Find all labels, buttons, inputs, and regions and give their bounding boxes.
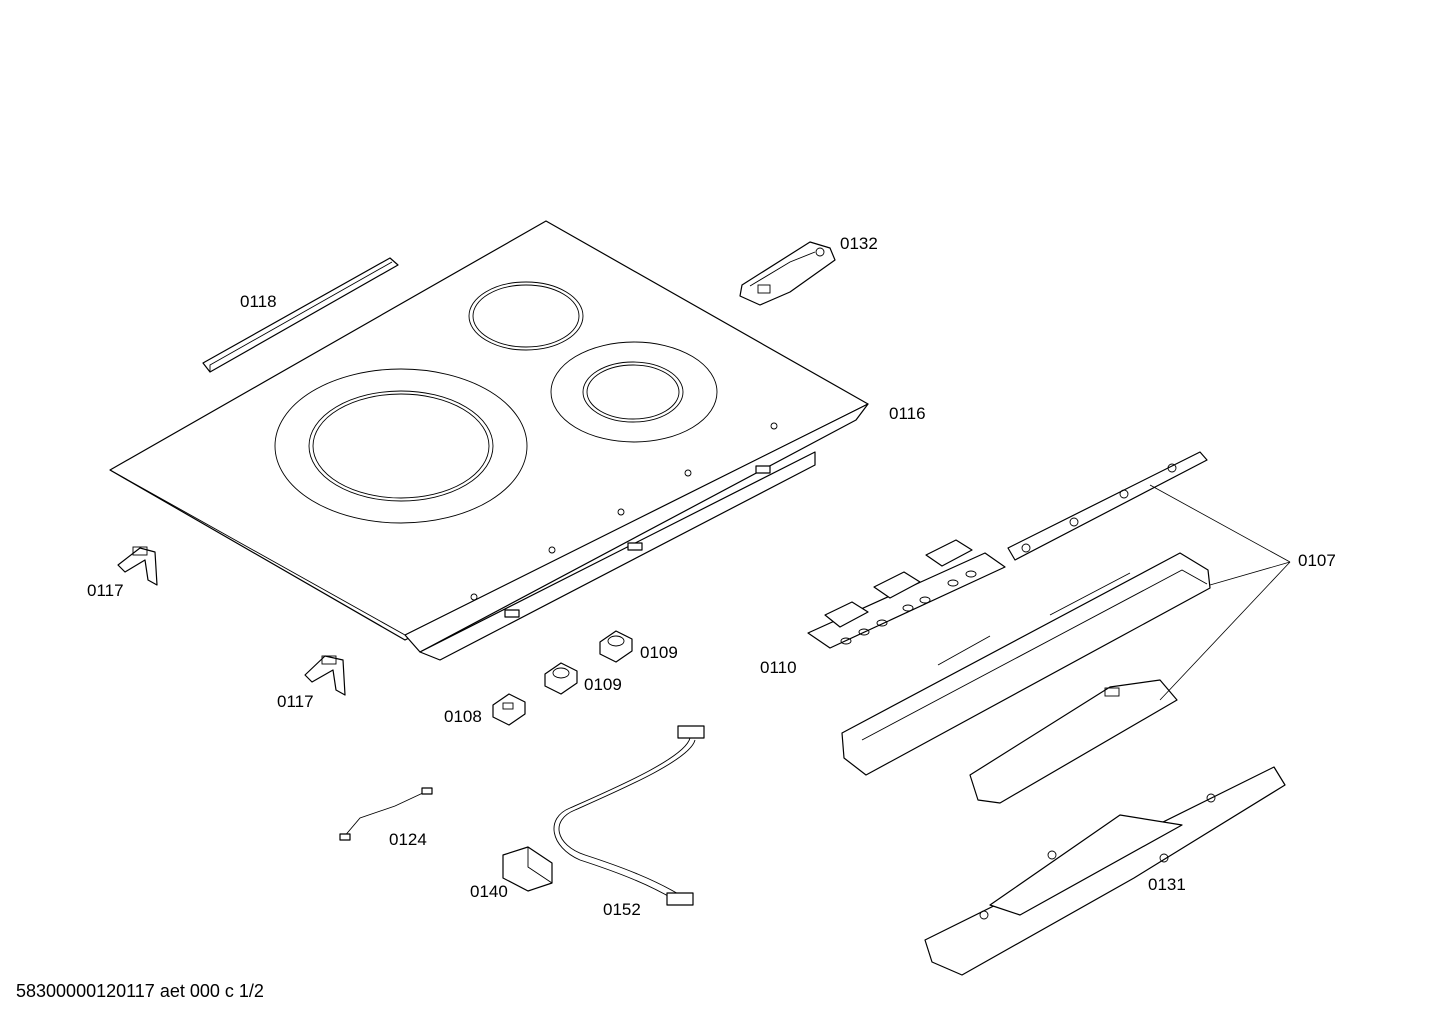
leader-lines [1149, 484, 1291, 701]
part-0107-control-panel[interactable] [1007, 451, 1208, 561]
part-0140-cover[interactable] [502, 846, 553, 892]
part-0109-knob-lower[interactable] [544, 662, 578, 695]
part-0107-frame[interactable] [841, 552, 1211, 776]
part-0116-cooktop[interactable] [109, 220, 869, 661]
label-0116: 0116 [889, 404, 926, 423]
label-0107: 0107 [1298, 551, 1336, 570]
label-0124: 0124 [389, 830, 427, 849]
label-0140: 0140 [470, 882, 508, 901]
label-0152: 0152 [603, 900, 641, 919]
part-0107-lower-board[interactable] [969, 679, 1178, 804]
label-0110: 0110 [760, 658, 797, 677]
part-0117-clip-lower[interactable] [304, 655, 346, 696]
footer-document-id: 58300000120117 aet 000 c 1/2 [16, 981, 264, 1001]
part-0108-knob[interactable] [492, 693, 526, 726]
label-0109-lower: 0109 [584, 675, 622, 694]
label-0109-upper: 0109 [640, 643, 678, 662]
part-0109-knob-upper[interactable] [599, 630, 633, 663]
label-0117-upper: 0117 [87, 581, 124, 600]
part-0117-clip-upper[interactable] [117, 546, 158, 586]
label-0131: 0131 [1148, 875, 1186, 894]
label-0132: 0132 [840, 234, 878, 253]
part-0118-strip[interactable] [202, 257, 399, 373]
part-0152-harness[interactable] [553, 725, 705, 906]
part-0131-plate[interactable] [924, 766, 1286, 976]
part-0124-sensor[interactable] [339, 787, 433, 841]
part-0110-board[interactable] [807, 539, 1006, 649]
label-0117-lower: 0117 [277, 692, 314, 711]
part-0132-bracket[interactable] [739, 241, 836, 306]
label-0118: 0118 [240, 292, 277, 311]
label-0108: 0108 [444, 707, 482, 726]
